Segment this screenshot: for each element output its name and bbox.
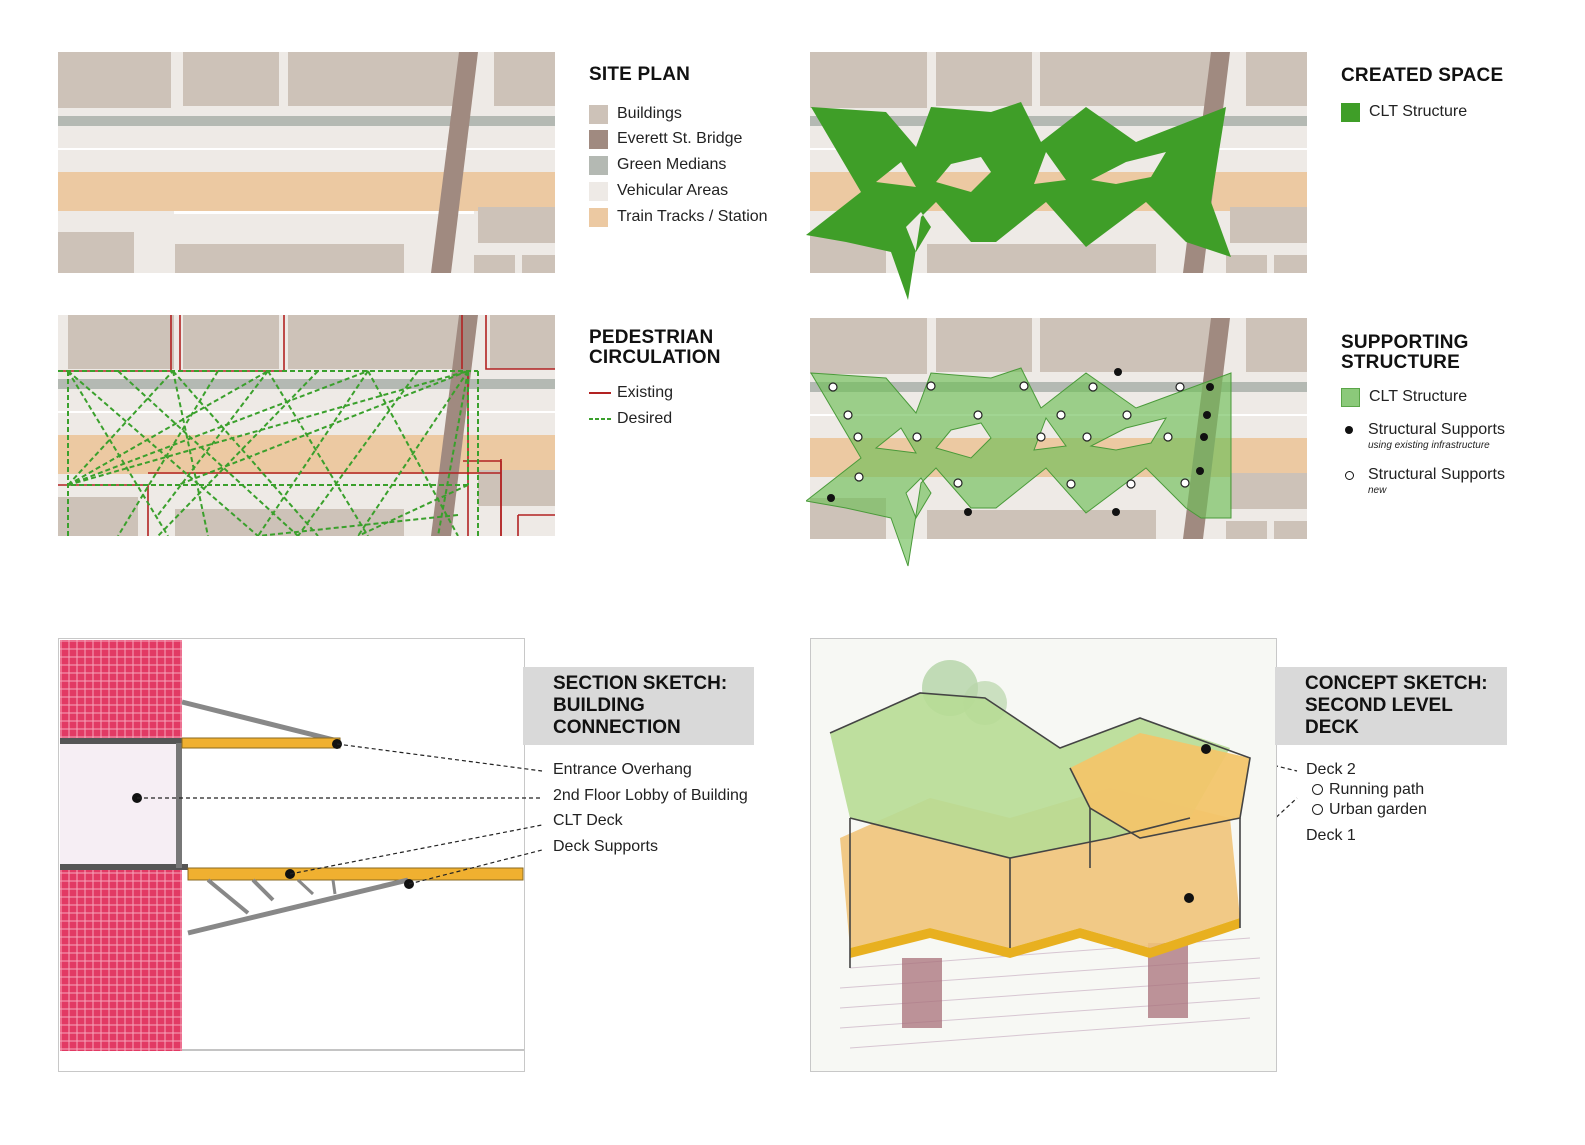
circle-bullet-icon bbox=[1312, 804, 1323, 816]
legend-label: Buildings bbox=[617, 105, 682, 122]
supporting-structure-map bbox=[806, 318, 1307, 567]
legend-item-tracks: Train Tracks / Station bbox=[589, 206, 768, 228]
site-plan-map bbox=[58, 52, 555, 273]
callout-deck2: Deck 2 bbox=[1306, 761, 1356, 778]
legend-item-desired: Desired bbox=[589, 408, 672, 430]
created-space-title: CREATED SPACE bbox=[1341, 65, 1504, 86]
title-line: BUILDING bbox=[553, 695, 645, 716]
white-dot-icon bbox=[1345, 470, 1354, 480]
legend-sublabel: using existing infrastructure bbox=[1368, 440, 1490, 451]
concept-sketch-banner bbox=[1275, 667, 1507, 745]
clt-swatch bbox=[1341, 102, 1360, 122]
legend-label: Everett St. Bridge bbox=[617, 130, 743, 147]
pedestrian-title: PEDESTRIAN CIRCULATION bbox=[589, 328, 721, 368]
supporting-title: SUPPORTING STRUCTURE bbox=[1341, 333, 1469, 373]
existing-line-swatch bbox=[589, 392, 611, 394]
bridge-swatch bbox=[589, 129, 608, 149]
legend-item-vehicular: Vehicular Areas bbox=[589, 180, 728, 202]
callout-deck1: Deck 1 bbox=[1306, 827, 1356, 844]
callout-running-path: Running path bbox=[1312, 781, 1424, 799]
legend-label: CLT Structure bbox=[1369, 388, 1468, 405]
legend-label: Green Medians bbox=[617, 156, 727, 173]
callout-deck-supports: Deck Supports bbox=[553, 838, 658, 855]
title-line: DECK bbox=[1305, 717, 1359, 738]
legend-label: Desired bbox=[617, 410, 673, 427]
legend-item-clt-light: CLT Structure bbox=[1341, 386, 1467, 408]
clt-light-swatch bbox=[1341, 387, 1360, 407]
supporting-title-line1: SUPPORTING bbox=[1341, 332, 1469, 353]
circle-bullet-icon bbox=[1312, 784, 1323, 796]
callout-urban-garden: Urban garden bbox=[1312, 801, 1427, 819]
pedestrian-map bbox=[58, 315, 555, 536]
item-label: Urban garden bbox=[1329, 801, 1427, 818]
legend-item-supports-new: Structural Supports new bbox=[1345, 466, 1505, 496]
callout-clt-deck: CLT Deck bbox=[553, 812, 623, 829]
legend-item-bridge: Everett St. Bridge bbox=[589, 128, 742, 150]
legend-item-existing: Existing bbox=[589, 382, 673, 404]
site-plan-title: SITE PLAN bbox=[589, 64, 691, 85]
tracks-swatch bbox=[589, 207, 608, 227]
legend-label: CLT Structure bbox=[1369, 103, 1468, 120]
desired-line-swatch bbox=[589, 418, 611, 420]
title-line: CONCEPT SKETCH: bbox=[1305, 673, 1488, 694]
concept-sketch bbox=[810, 638, 1277, 1072]
callout-lobby: 2nd Floor Lobby of Building bbox=[553, 787, 748, 804]
black-dot-icon bbox=[1345, 426, 1353, 434]
buildings-swatch bbox=[589, 104, 608, 124]
legend-item-buildings: Buildings bbox=[589, 103, 682, 125]
legend-label: Structural Supports bbox=[1368, 466, 1505, 483]
legend-sublabel: new bbox=[1368, 485, 1387, 496]
legend-label: Train Tracks / Station bbox=[617, 208, 768, 225]
legend-label: Existing bbox=[617, 384, 674, 401]
created-space-map bbox=[806, 52, 1307, 300]
legend-item-clt: CLT Structure bbox=[1341, 101, 1467, 123]
section-sketch bbox=[58, 638, 525, 1072]
title-line: CONNECTION bbox=[553, 717, 681, 738]
pedestrian-title-line2: CIRCULATION bbox=[589, 347, 721, 368]
title-line: SECOND LEVEL bbox=[1305, 695, 1453, 716]
vehicular-swatch bbox=[589, 181, 608, 201]
concept-sketch-title: CONCEPT SKETCH: SECOND LEVEL DECK bbox=[1305, 673, 1488, 739]
legend-item-supports-existing: Structural Supports using existing infra… bbox=[1345, 421, 1505, 451]
item-label: Running path bbox=[1329, 781, 1425, 798]
section-sketch-title: SECTION SKETCH: BUILDING CONNECTION bbox=[553, 673, 727, 739]
medians-swatch bbox=[589, 155, 608, 175]
legend-label: Vehicular Areas bbox=[617, 182, 729, 199]
pedestrian-title-line1: PEDESTRIAN bbox=[589, 327, 714, 348]
supporting-title-line2: STRUCTURE bbox=[1341, 352, 1460, 373]
legend-label: Structural Supports bbox=[1368, 421, 1505, 438]
section-sketch-banner bbox=[523, 667, 754, 745]
callout-entrance-overhang: Entrance Overhang bbox=[553, 761, 692, 778]
legend-item-medians: Green Medians bbox=[589, 154, 726, 176]
title-line: SECTION SKETCH: bbox=[553, 673, 728, 694]
